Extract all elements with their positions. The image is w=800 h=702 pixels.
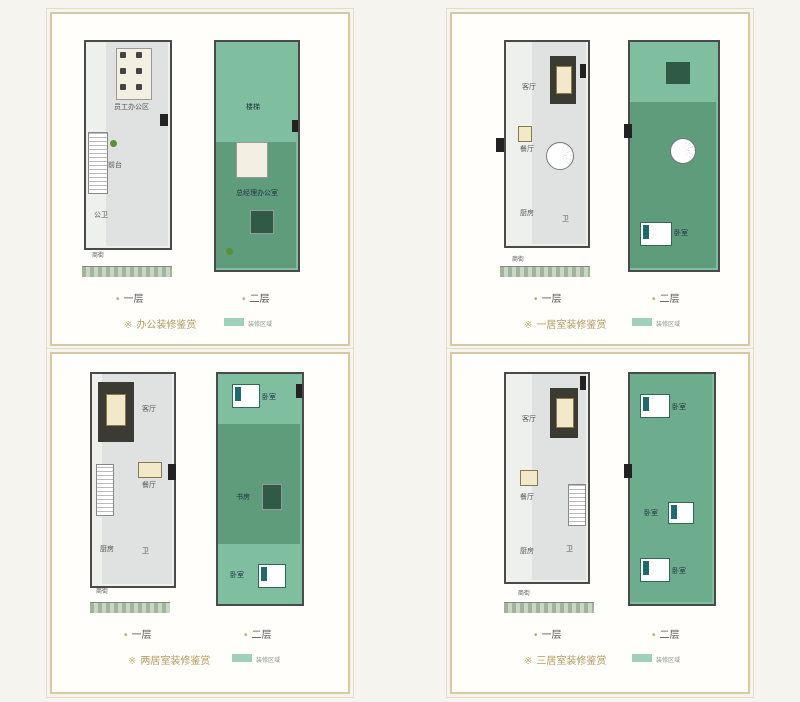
floor2-label: 二层 bbox=[244, 626, 272, 641]
threebed-floor2-plan: 卧室 卧室 卧室 bbox=[628, 372, 716, 606]
room-label: 卧室 bbox=[672, 404, 686, 411]
onebed-floor1-plan: 客厅 餐厅 厨房 卫 bbox=[504, 40, 590, 248]
legend-swatch bbox=[632, 654, 652, 662]
legend-text: 装修区域 bbox=[256, 658, 281, 664]
room-label: 厨房 bbox=[520, 548, 534, 555]
room-label: 客厅 bbox=[522, 416, 536, 423]
street-label: 商街 bbox=[518, 591, 531, 597]
room-label: 书房 bbox=[236, 494, 250, 501]
room-label: 前台 bbox=[108, 162, 122, 169]
office-floor1-plan: 员工办公区 前台 公卫 bbox=[84, 40, 172, 250]
legend-text: 装修区域 bbox=[248, 322, 273, 328]
floor1-label: 一层 bbox=[534, 626, 562, 641]
street-strip bbox=[500, 266, 590, 277]
room-label: 餐厅 bbox=[142, 482, 156, 489]
floor1-label: 一层 bbox=[124, 626, 152, 641]
room-label: 卧室 bbox=[230, 572, 244, 579]
office-floor2-plan: 楼梯 总经理办公室 bbox=[214, 40, 300, 272]
street-label: 商街 bbox=[92, 253, 105, 259]
room-label: 员工办公区 bbox=[114, 104, 149, 111]
twobed-floor2-plan: 卧室 书房 卧室 bbox=[216, 372, 304, 606]
panel-two-bedroom: 客厅 餐厅 厨房 卫 商街 卧室 书房 卧室 一层 二层 ※两居室装修鉴赏 装修… bbox=[50, 352, 350, 694]
street-label: 商街 bbox=[96, 589, 109, 595]
staircase bbox=[88, 132, 108, 194]
room-label: 厨房 bbox=[100, 546, 114, 553]
panel-caption: ※办公装修鉴赏 bbox=[124, 320, 197, 331]
legend-text: 装修区域 bbox=[656, 322, 681, 328]
legend-swatch bbox=[224, 318, 244, 326]
panel-caption: ※两居室装修鉴赏 bbox=[128, 656, 211, 667]
room-label: 卫 bbox=[566, 546, 573, 553]
room-label: 卫 bbox=[142, 548, 149, 555]
room-label: 餐厅 bbox=[520, 494, 534, 501]
floor1-label: 一层 bbox=[116, 290, 144, 305]
floor2-label: 二层 bbox=[652, 290, 680, 305]
room-label: 厨房 bbox=[520, 210, 534, 217]
room-label: 卫 bbox=[562, 216, 569, 223]
legend-swatch bbox=[632, 318, 652, 326]
floor1-label: 一层 bbox=[534, 290, 562, 305]
legend-swatch bbox=[232, 654, 252, 662]
street-strip bbox=[504, 602, 594, 613]
room-label: 卧室 bbox=[672, 568, 686, 575]
room-label: 卧室 bbox=[262, 394, 276, 401]
room-label: 卧室 bbox=[674, 230, 688, 237]
floor2-label: 二层 bbox=[652, 626, 680, 641]
panel-one-bedroom: 客厅 餐厅 厨房 卫 商街 卧室 一层 二层 ※一居室装修鉴赏 装修区域 bbox=[450, 12, 750, 346]
room-label: 总经理办公室 bbox=[236, 190, 278, 197]
room-label: 公卫 bbox=[94, 212, 108, 219]
spiral-staircase bbox=[546, 142, 574, 170]
panel-caption: ※一居室装修鉴赏 bbox=[524, 320, 607, 331]
panel-three-bedroom: 客厅 餐厅 厨房 卫 商街 卧室 卧室 卧室 一层 二层 ※三居室装修鉴赏 装修… bbox=[450, 352, 750, 694]
onebed-floor2-plan: 卧室 bbox=[628, 40, 720, 272]
street-strip bbox=[82, 266, 172, 277]
twobed-floor1-plan: 客厅 餐厅 厨房 卫 bbox=[90, 372, 176, 588]
legend-text: 装修区域 bbox=[656, 658, 681, 664]
panel-caption: ※三居室装修鉴赏 bbox=[524, 656, 607, 667]
street-strip bbox=[90, 602, 170, 613]
threebed-floor1-plan: 客厅 餐厅 厨房 卫 bbox=[504, 372, 590, 584]
floor2-label: 二层 bbox=[242, 290, 270, 305]
room-label: 卧室 bbox=[644, 510, 658, 517]
room-label: 楼梯 bbox=[246, 104, 260, 111]
street-label: 商街 bbox=[512, 257, 525, 263]
room-label: 客厅 bbox=[142, 406, 156, 413]
room-label: 客厅 bbox=[522, 84, 536, 91]
panel-office: 员工办公区 前台 公卫 商街 楼梯 总经理办公室 一层 二层 ※办公装修鉴赏 装… bbox=[50, 12, 350, 346]
room-label: 餐厅 bbox=[520, 146, 534, 153]
